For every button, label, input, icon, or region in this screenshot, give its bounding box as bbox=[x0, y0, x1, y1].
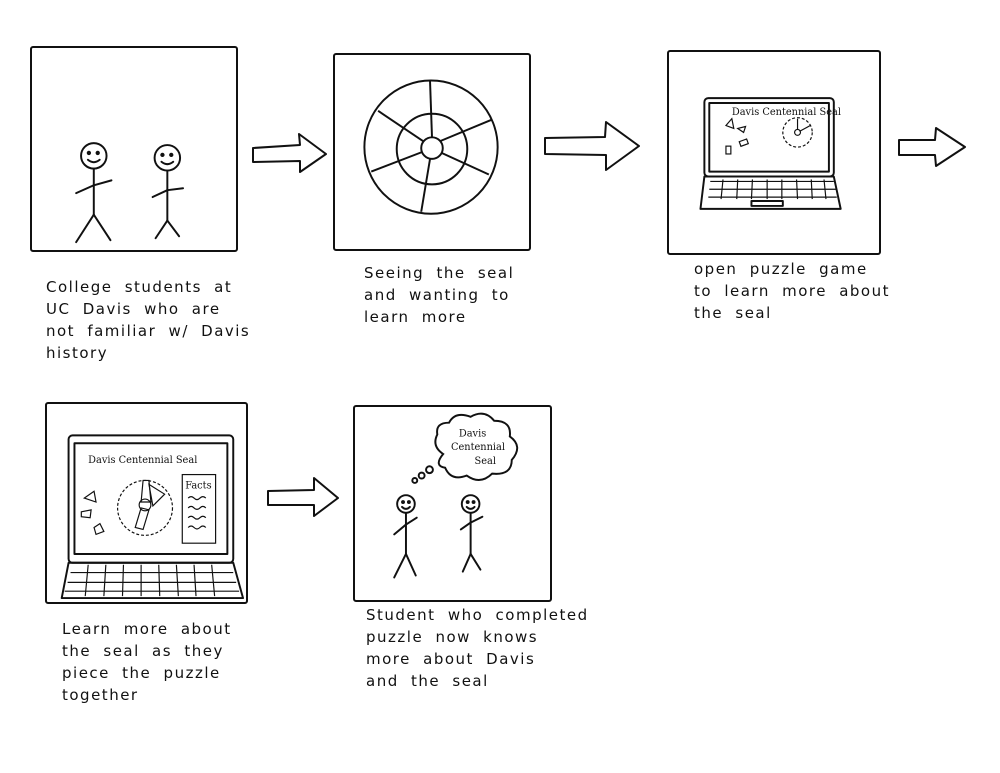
panel-2-caption: Seeing the seal and wanting to learn mor… bbox=[364, 264, 515, 326]
storyboard-panel-2 bbox=[333, 53, 531, 251]
storyboard-panel-5: Davis Centennial Seal bbox=[353, 405, 552, 602]
laptop-screen-title: Davis Centennial Seal bbox=[732, 107, 841, 118]
storyboard-panel-3: Davis Centennial Seal bbox=[667, 50, 881, 255]
panel-3-caption: open puzzle game to learn more about the… bbox=[694, 260, 890, 322]
panel-1-caption: College students at UC Davis who are not… bbox=[46, 278, 251, 362]
arrow-right-icon bbox=[898, 127, 966, 167]
arrow-right-icon bbox=[267, 477, 339, 517]
stick-figures-illustration bbox=[75, 142, 185, 244]
facts-label: Facts bbox=[185, 480, 211, 491]
students-thought-illustration: Davis Centennial Seal bbox=[393, 412, 519, 579]
laptop-illustration: Davis Centennial Seal bbox=[699, 97, 842, 210]
arrow-right-icon bbox=[544, 121, 640, 171]
thought-bubble-line: Seal bbox=[475, 456, 496, 467]
storyboard-panel-1 bbox=[30, 46, 238, 252]
thought-bubble-line: Davis bbox=[459, 428, 486, 439]
laptop-facts-illustration: Davis Centennial Seal Facts bbox=[60, 434, 245, 600]
panel-5-caption: Student who completed puzzle now knows m… bbox=[366, 606, 589, 690]
laptop-screen-title: Davis Centennial Seal bbox=[88, 455, 197, 466]
storyboard-panel-4: Davis Centennial Seal Facts bbox=[45, 402, 248, 604]
panel-4-caption: Learn more about the seal as they piece … bbox=[62, 620, 232, 704]
seal-illustration bbox=[363, 79, 499, 215]
thought-bubble-line: Centennial bbox=[451, 442, 505, 453]
arrow-right-icon bbox=[252, 133, 327, 173]
